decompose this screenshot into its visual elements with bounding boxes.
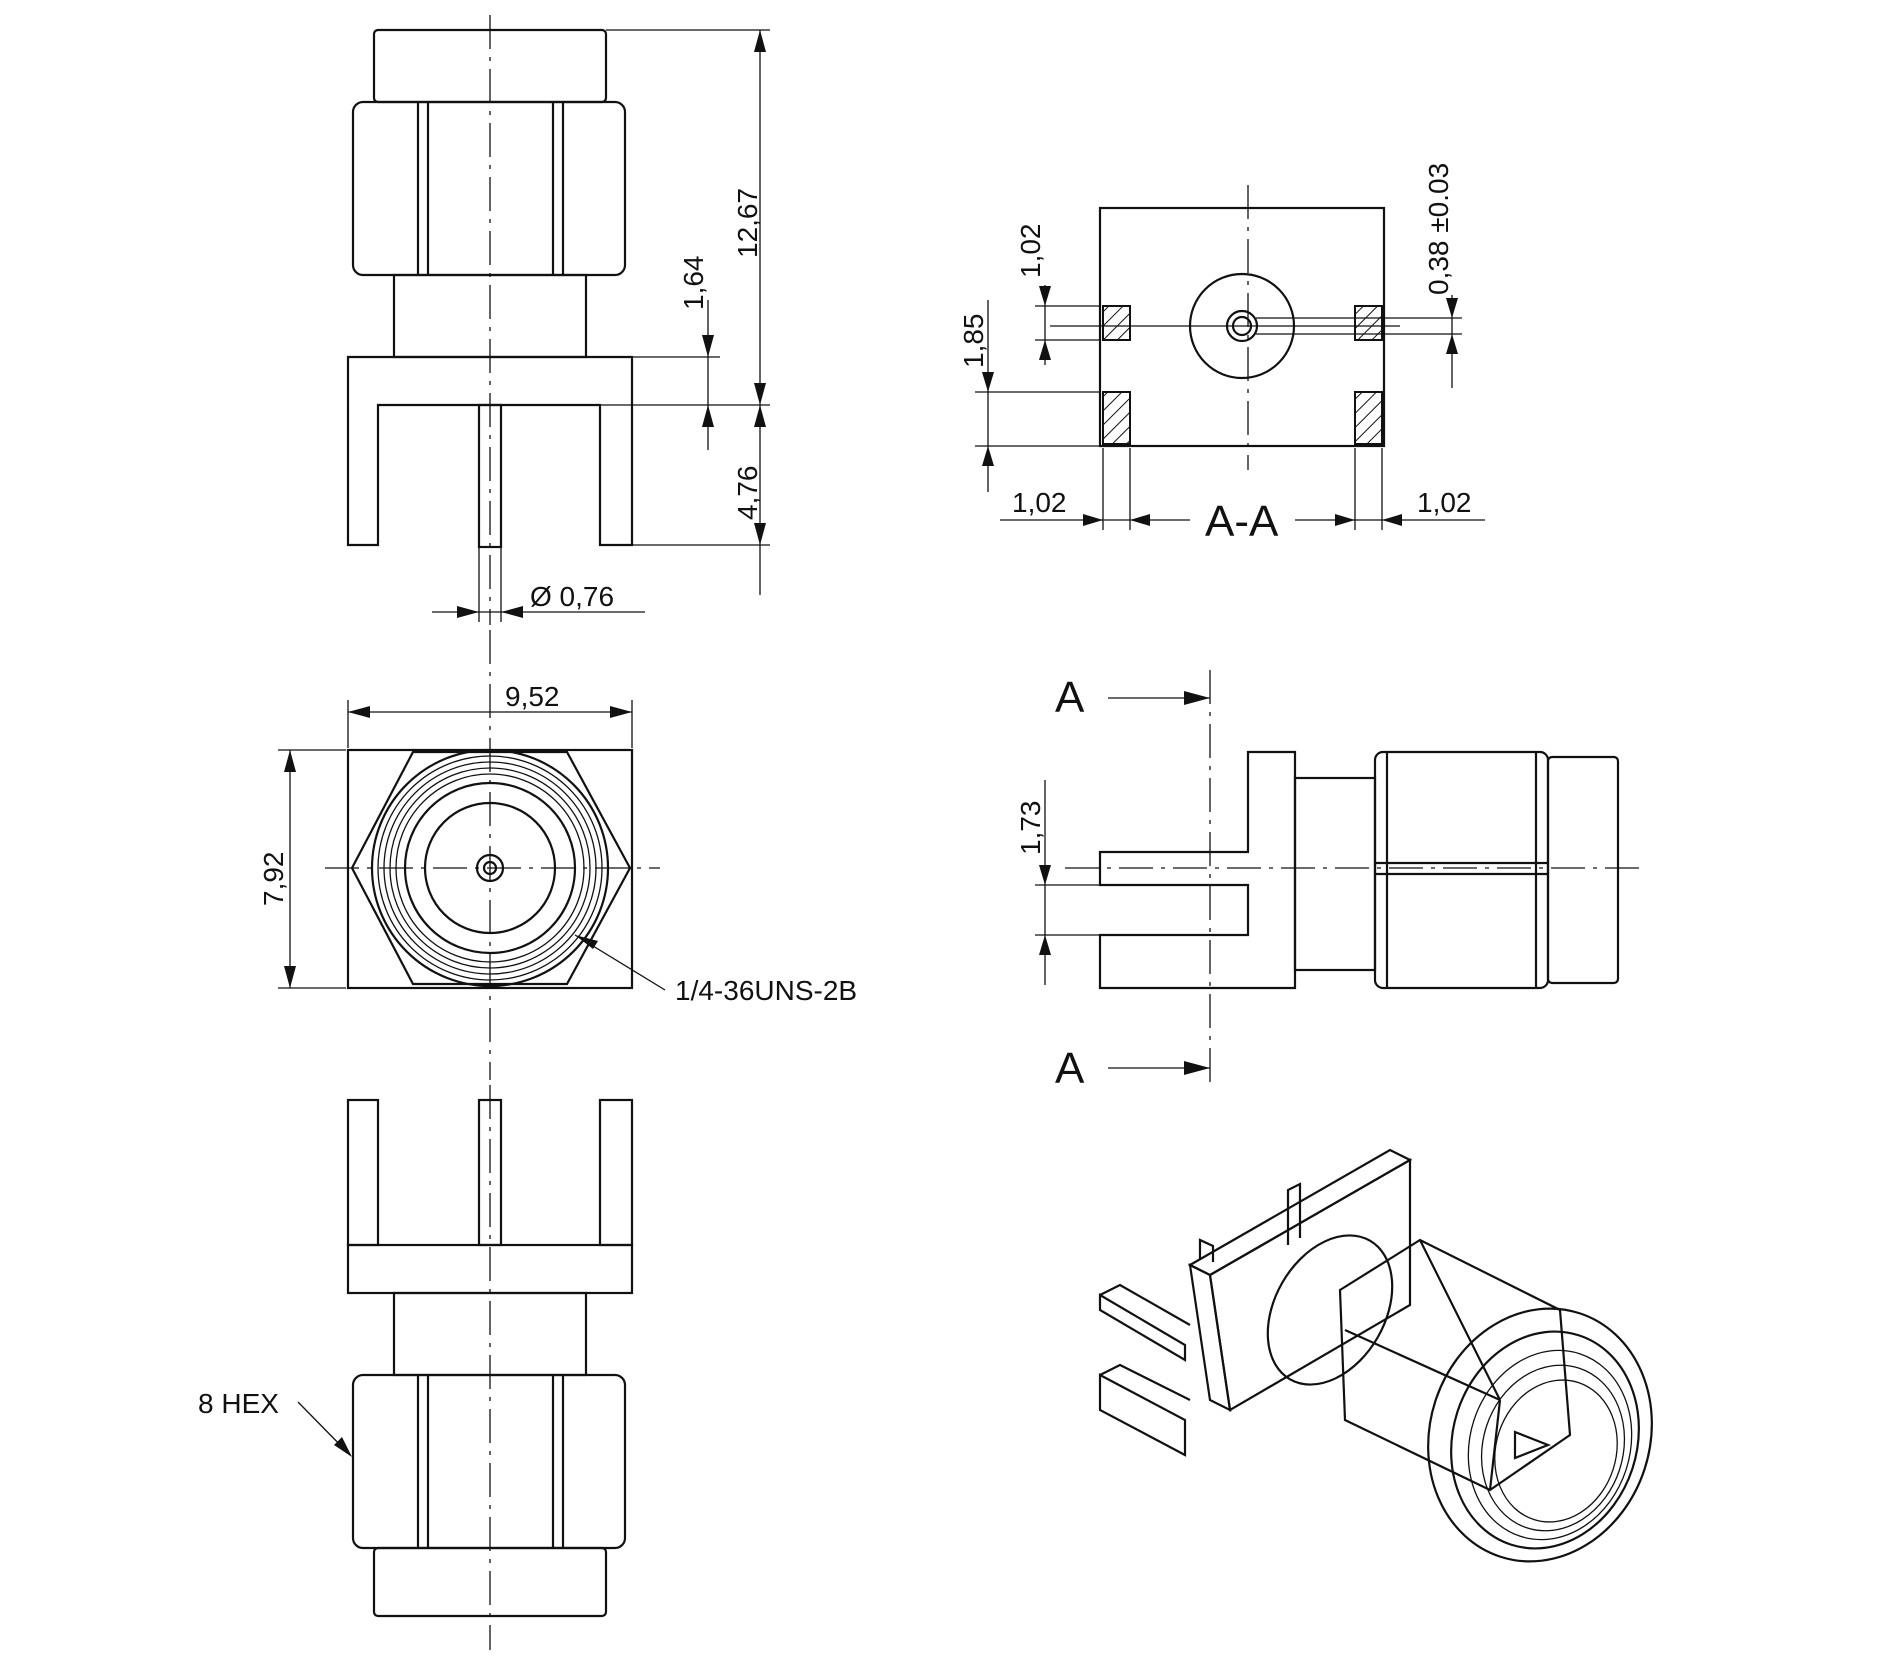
pin-length-label: 4,76: [732, 466, 763, 521]
front-view: 12,67 4,76 1,64 Ø 0,76: [346, 15, 770, 625]
top-view: 9,52 7,92 1/4-36UNS-2B: [258, 630, 857, 1080]
side-view: 1,73 A A: [1015, 670, 1640, 1093]
overall-height-label: 12,67: [732, 188, 763, 258]
hex-label: 8 HEX: [198, 1388, 279, 1419]
body-width-label: 9,52: [505, 681, 560, 712]
pad-left-label: 1,02: [1012, 487, 1067, 518]
flange-height-label: 1,64: [678, 256, 709, 311]
bottom-view: 8 HEX: [198, 1085, 634, 1650]
pin-diameter-label: Ø 0,76: [530, 581, 614, 612]
body-height-label: 7,92: [258, 852, 289, 907]
isometric-view: [1098, 1148, 1653, 1563]
center-pin-label: 0,38 ±0.03: [1423, 163, 1454, 295]
section-top-label: A: [1055, 673, 1085, 722]
section-bottom-label: A: [1055, 1044, 1085, 1093]
pad-right-label: 1,02: [1417, 487, 1472, 518]
pad-offset-label: 1,85: [958, 314, 989, 369]
tab-spacing-label: 1,73: [1015, 801, 1046, 856]
section-a-a-view: 1,02 1,85 1,02 1,02 A-A 0,38 ±0.03: [958, 163, 1485, 546]
pad-top-label: 1,02: [1015, 224, 1046, 279]
thread-label: 1/4-36UNS-2B: [675, 975, 857, 1006]
section-name-label: A-A: [1205, 497, 1279, 546]
